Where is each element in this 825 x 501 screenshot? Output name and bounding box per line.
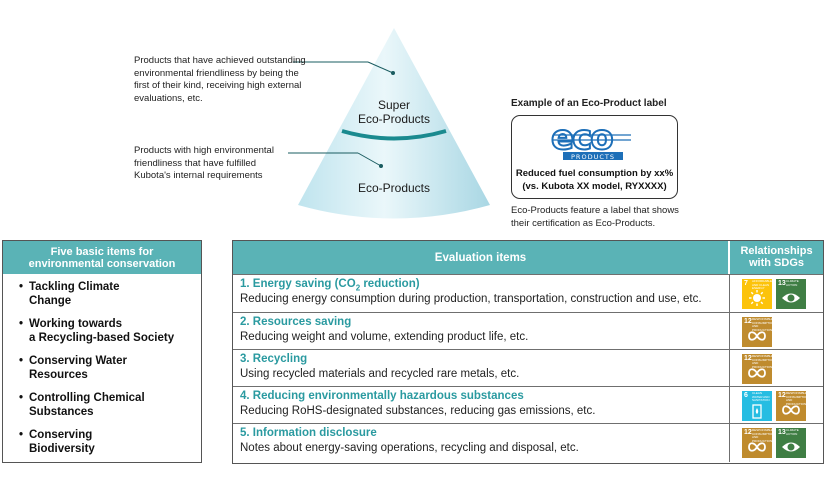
eco-product-cone — [288, 28, 490, 219]
super-eco-note: Products that have achieved outstanding … — [134, 55, 306, 104]
cone-divider — [341, 129, 447, 141]
label-line1: Reduced fuel consumption by xx% — [515, 168, 674, 179]
eco-product-label: eco PRODUCTS Reduced fuel consumption by… — [511, 115, 678, 199]
row-title: 1. Energy saving (CO2 reduction) — [240, 278, 420, 293]
eco-logo: eco PRODUCTS — [550, 117, 639, 166]
row-title: 2. Resources saving — [240, 316, 352, 328]
sdg-header: Relationships with SDGs — [730, 241, 823, 274]
evaluation-items-header: Evaluation items — [233, 241, 728, 274]
row-description: Reducing RoHS-designated substances, red… — [240, 405, 596, 417]
eco-products-label: Eco-Products — [357, 181, 431, 195]
svg-text:PRODUCTS: PRODUCTS — [571, 153, 615, 161]
basic-items-header: Five basic items for environmental conse… — [3, 241, 201, 274]
row-description: Reducing energy consumption during produ… — [240, 293, 702, 305]
row-title: 5. Information disclosure — [240, 427, 377, 439]
label-line2: (vs. Kubota XX model, RYXXXX) — [522, 181, 667, 192]
evaluation-table: Evaluation items Relationships with SDGs… — [232, 240, 824, 464]
basic-items-panel: Five basic items for environmental conse… — [2, 240, 202, 463]
super-eco-products-label: Super Eco-Products — [357, 98, 431, 126]
row-description: Notes about energy-saving operations, re… — [240, 442, 579, 454]
row-energy-saving: 1. Energy saving (CO2 reduction)Reducing… — [233, 274, 823, 312]
row-title: 3. Recycling — [240, 353, 308, 365]
row-title: 4. Reducing environmentally hazardous su… — [240, 390, 524, 402]
row-hazardous-substances: 4. Reducing environmentally hazardous su… — [233, 386, 823, 424]
eco-note: Products with high environmental friendl… — [134, 145, 274, 181]
label-example-heading: Example of an Eco-Product label — [511, 98, 667, 109]
row-description: Reducing weight and volume, extending pr… — [240, 331, 529, 343]
svg-text:eco: eco — [551, 121, 612, 158]
row-description: Using recycled materials and recycled ra… — [240, 368, 520, 380]
cone-body — [298, 28, 490, 219]
label-caption: Eco-Products feature a label that shows … — [511, 205, 679, 229]
